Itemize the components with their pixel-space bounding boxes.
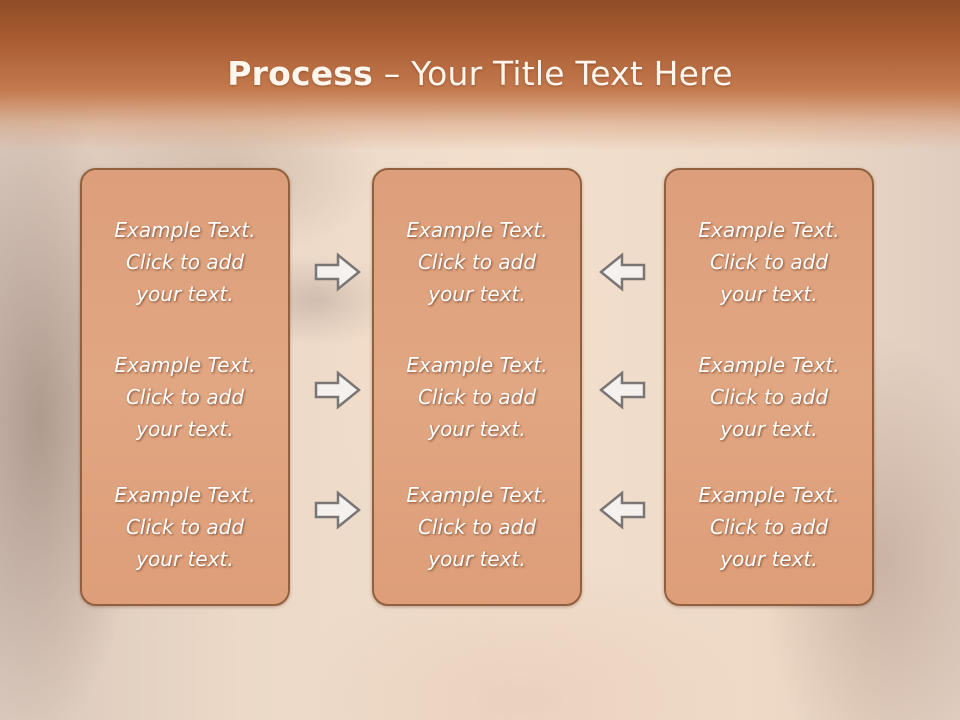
text-placeholder[interactable]: Example Text. Click to add your text. bbox=[698, 218, 840, 306]
text-placeholder[interactable]: Example Text. Click to add your text. bbox=[698, 483, 840, 571]
text-placeholder[interactable]: Example Text. Click to add your text. bbox=[698, 353, 840, 441]
process-box-center[interactable]: Example Text. Click to add your text. Ex… bbox=[372, 168, 582, 606]
left-arrow-icon bbox=[599, 490, 646, 530]
text-placeholder[interactable]: Example Text. Click to add your text. bbox=[406, 218, 548, 306]
left-arrow-icon bbox=[599, 370, 646, 410]
right-arrow-icon bbox=[314, 252, 361, 292]
title-rest: Your Title Text Here bbox=[411, 54, 733, 93]
text-placeholder[interactable]: Example Text. Click to add your text. bbox=[114, 218, 256, 306]
text-placeholder[interactable]: Example Text. Click to add your text. bbox=[406, 483, 548, 571]
process-box-right[interactable]: Example Text. Click to add your text. Ex… bbox=[664, 168, 874, 606]
left-arrow-icon bbox=[599, 252, 646, 292]
slide-title[interactable]: Process – Your Title Text Here bbox=[0, 54, 960, 93]
right-arrow-icon bbox=[314, 490, 361, 530]
title-band bbox=[0, 0, 960, 150]
right-arrow-icon bbox=[314, 370, 361, 410]
process-box-left[interactable]: Example Text. Click to add your text. Ex… bbox=[80, 168, 290, 606]
text-placeholder[interactable]: Example Text. Click to add your text. bbox=[114, 483, 256, 571]
text-placeholder[interactable]: Example Text. Click to add your text. bbox=[114, 353, 256, 441]
text-placeholder[interactable]: Example Text. Click to add your text. bbox=[406, 353, 548, 441]
title-dash: – bbox=[373, 54, 412, 93]
title-bold: Process bbox=[227, 54, 373, 93]
